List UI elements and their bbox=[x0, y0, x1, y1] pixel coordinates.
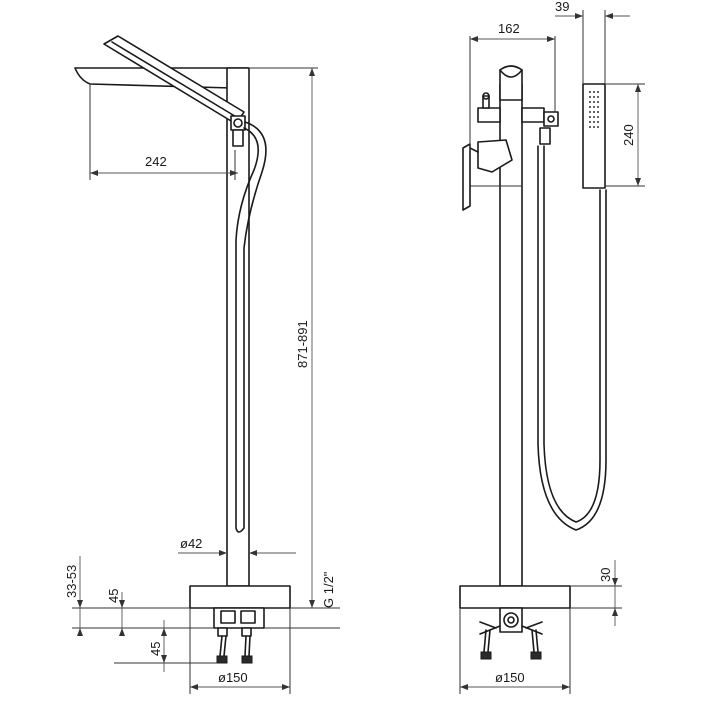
front-hand-shower bbox=[582, 83, 606, 189]
mounting-legs bbox=[216, 627, 253, 664]
diverter-knob bbox=[477, 92, 501, 123]
dim-offset-lower: 45 bbox=[148, 642, 163, 656]
shower-nozzles bbox=[589, 91, 599, 128]
shower-hose bbox=[235, 121, 267, 533]
dim-pipe-diameter: ø42 bbox=[180, 536, 202, 551]
dim-base-diameter-left: ø150 bbox=[218, 670, 248, 685]
mixer-lever bbox=[462, 139, 513, 211]
dim-handshower-width: 39 bbox=[555, 0, 569, 14]
dim-offset-upper: 45 bbox=[106, 589, 121, 603]
dim-mixer-width: 162 bbox=[498, 21, 520, 36]
shower-holder bbox=[230, 115, 246, 131]
dim-plate-thickness: 30 bbox=[598, 568, 613, 582]
dim-base-height: 33-53 bbox=[64, 565, 79, 598]
dim-base-diameter-right: ø150 bbox=[495, 670, 525, 685]
base-plate bbox=[189, 585, 291, 609]
dim-spout-reach: 242 bbox=[145, 154, 167, 169]
dim-handshower-length: 240 bbox=[621, 124, 636, 146]
side-view: 242 871-891 ø42 G 1/2" ø150 33-53 bbox=[64, 35, 340, 694]
front-view: 162 39 240 30 ø150 bbox=[459, 0, 645, 694]
dim-thread: G 1/2" bbox=[321, 571, 336, 608]
front-base-plate bbox=[459, 585, 571, 609]
front-hose bbox=[543, 145, 601, 523]
front-mounting-legs bbox=[479, 621, 543, 660]
dim-height: 871-891 bbox=[295, 320, 310, 368]
